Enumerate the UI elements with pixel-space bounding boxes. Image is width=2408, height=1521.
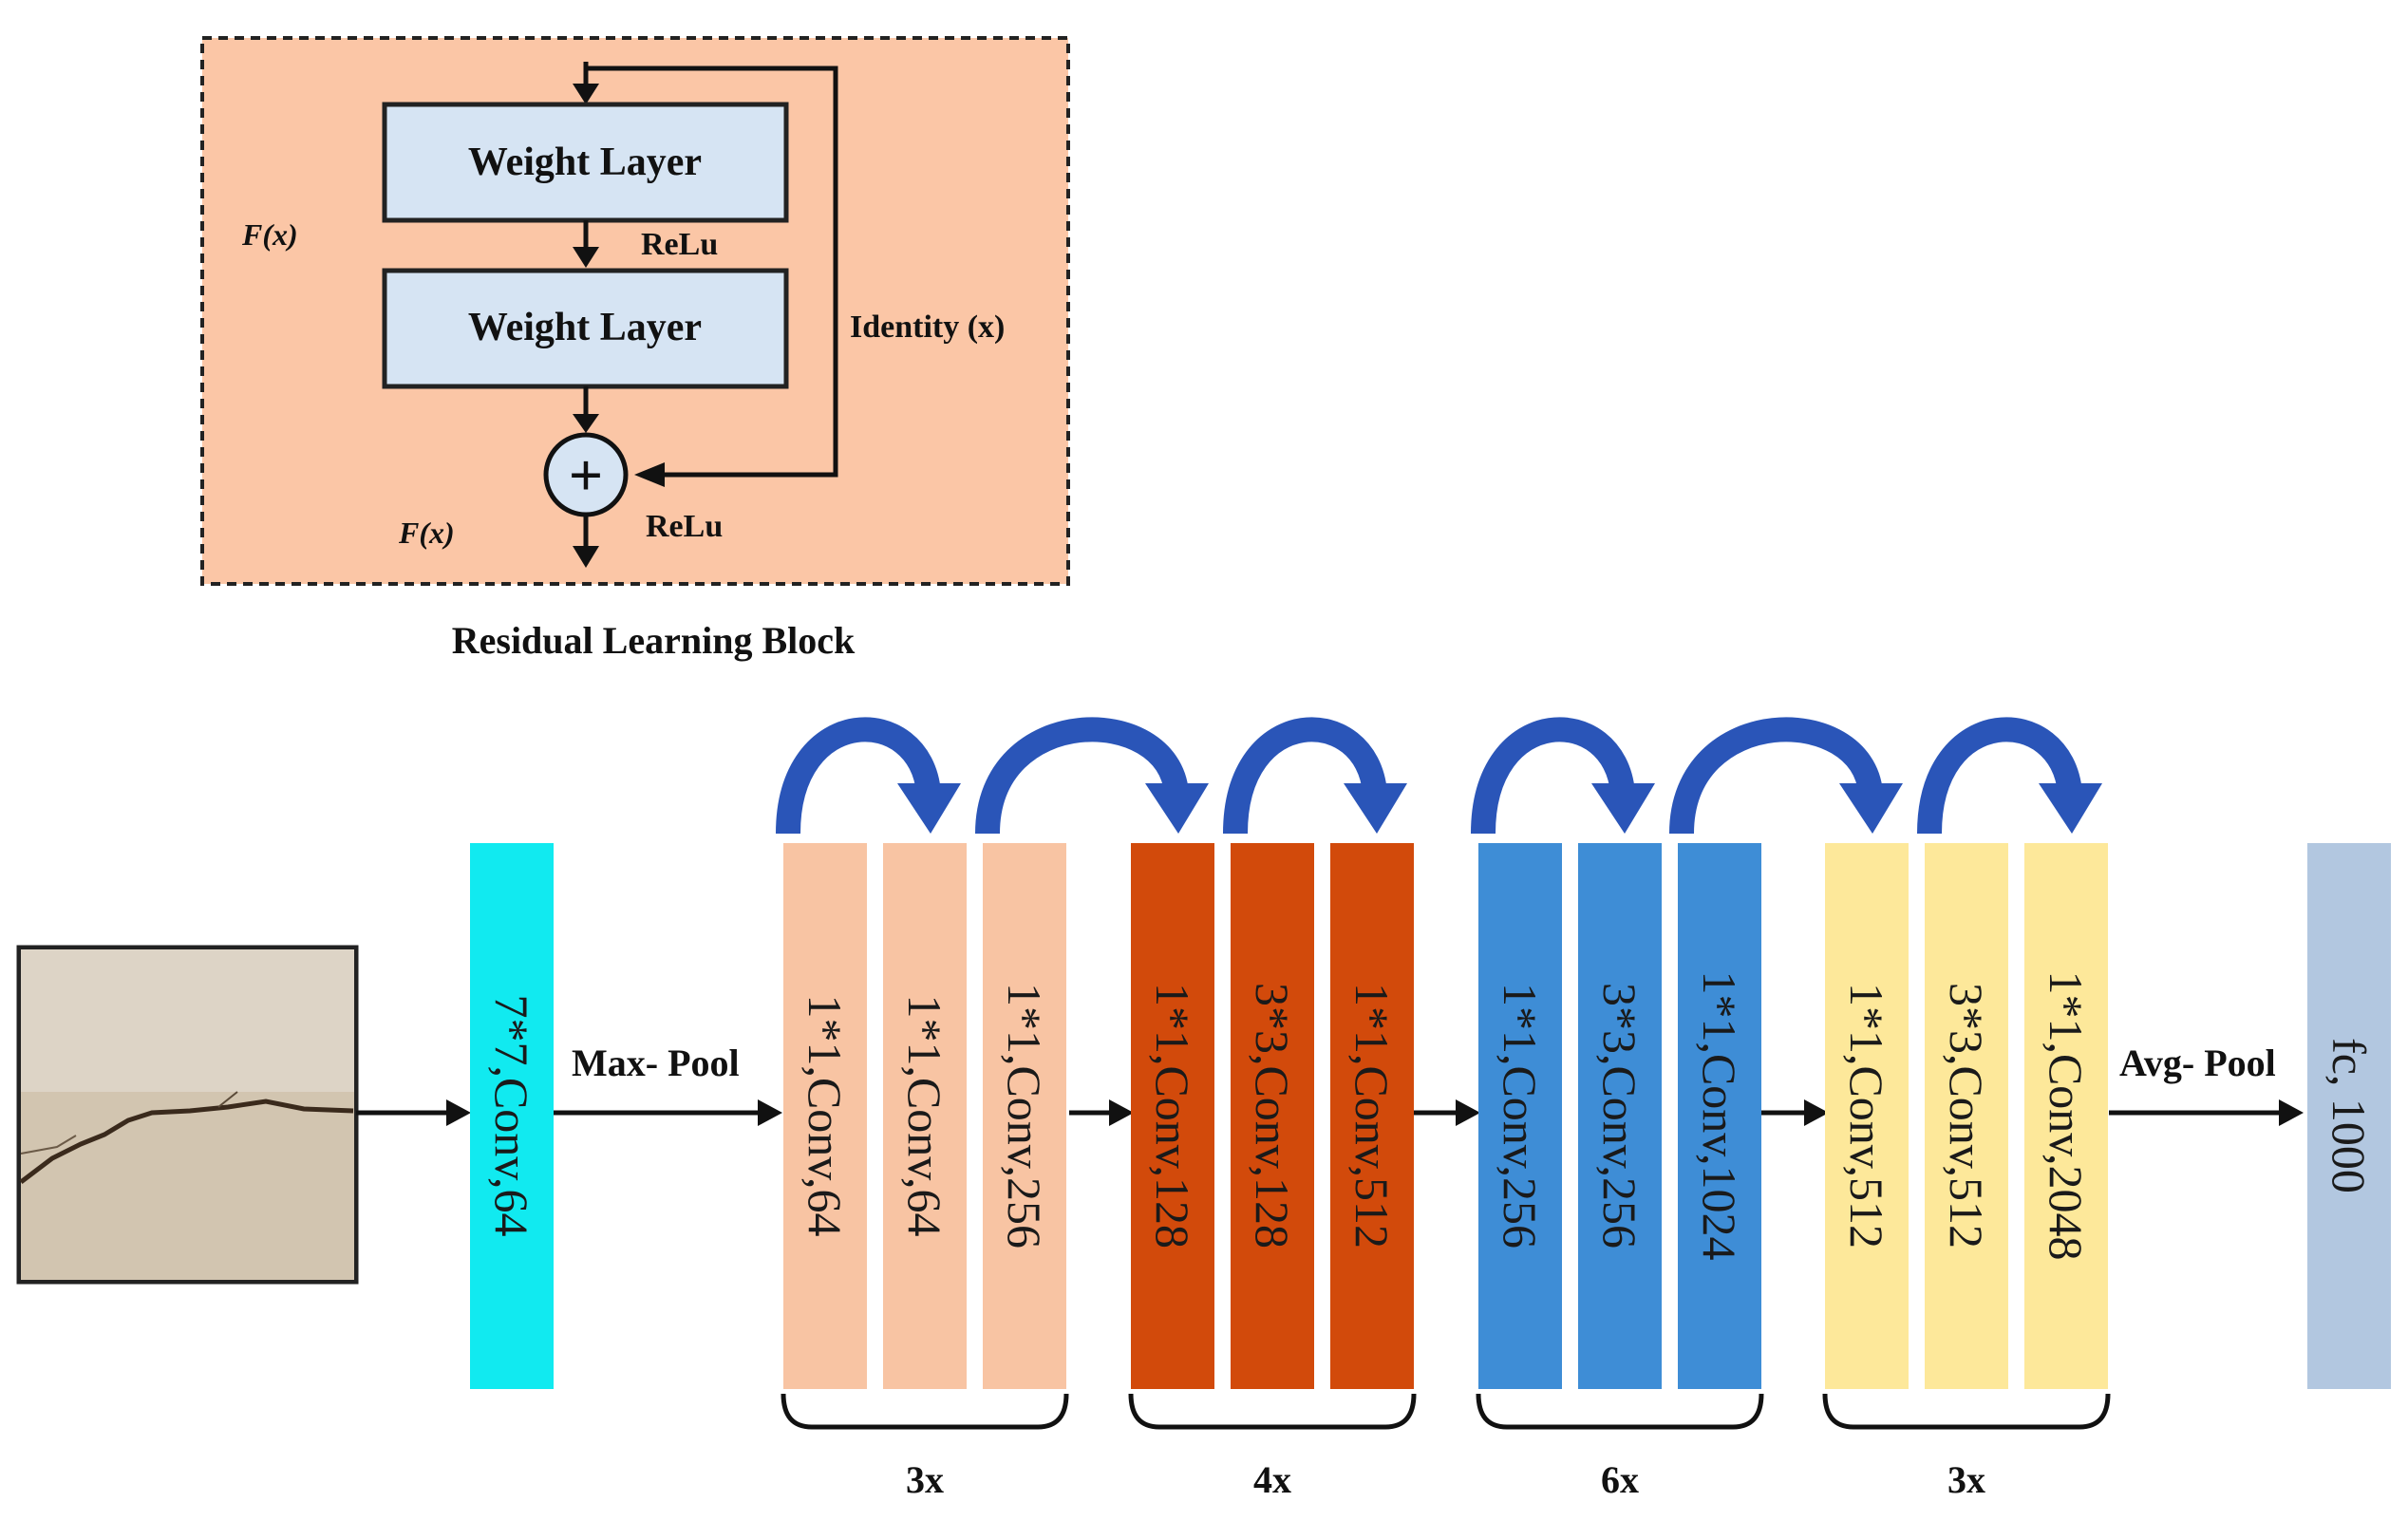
stage-4-layer-3-label: 1*1,Conv,2048 [2040,970,2093,1260]
fx-label-2: F(x) [398,516,455,550]
skip-arrowhead-4 [1591,783,1655,834]
stage-1-layer-2-label: 1*1,Conv,64 [898,994,951,1236]
identity-label: Identity (x) [850,310,1005,345]
input-image [16,945,359,1285]
skip-arrow-3 [1223,717,1387,835]
stage-2-bracket [1128,1393,1417,1430]
skip-arrow-6 [1917,717,2082,835]
relu-label-2: ReLu [646,509,723,544]
maxpool-label: Max- Pool [572,1042,740,1084]
stage-3-repeat-label: 6x [1601,1458,1639,1501]
identity-arrowhead [634,462,665,487]
stage-1-layer-3 [983,843,1066,1389]
stage-4-layer-2-label: 3*3,Conv,512 [1940,983,1993,1249]
stage-1: 1*1,Conv,64 1*1,Conv,64 1*1,Conv,256 3x [781,843,1069,1501]
weight-layer-1-label: Weight Layer [468,141,702,184]
stage-2-layer-2-label: 3*3,Conv,128 [1246,983,1299,1249]
stage-4-layer-1 [1825,843,1909,1389]
skip-arrowhead-5 [1839,783,1903,834]
stage-2-layer-2 [1231,843,1314,1389]
stage-4-repeat-label: 3x [1947,1458,1985,1501]
stage-1-layer-1 [783,843,867,1389]
stage-3-layer-2-label: 3*3,Conv,256 [1593,983,1646,1249]
stage-1-bracket [781,1393,1069,1430]
residual-block-title: Residual Learning Block [452,619,856,662]
stage-1-layer-1-label: 1*1,Conv,64 [799,994,852,1236]
stage-1-layer-3-label: 1*1,Conv,256 [998,983,1051,1249]
relu-label-1: ReLu [641,227,718,262]
stage-2: 1*1,Conv,128 3*3,Conv,128 1*1,Conv,512 4x [1128,843,1417,1501]
conv1-block [470,843,554,1389]
fc-label: fc, 1000 [2323,1038,2376,1193]
stage-4-layer-2 [1925,843,2008,1389]
input-arrowhead [573,84,599,104]
fc-block [2307,843,2391,1389]
stage-3-layer-2 [1578,843,1662,1389]
weight-layer-2-label: Weight Layer [468,306,702,349]
stage-2-repeat-label: 4x [1253,1458,1291,1501]
skip-arrowhead-6 [2039,783,2102,834]
stage-2-layer-3 [1330,843,1414,1389]
fx-label-1: F(x) [241,217,298,252]
adder-input-arrowhead [573,414,599,433]
stage-2-layer-3-label: 1*1,Conv,512 [1345,983,1399,1249]
stage-4-bracket [1822,1393,2111,1430]
stage-3-layer-1 [1478,843,1562,1389]
crack-line [19,1098,354,1184]
stage-3: 1*1,Conv,256 3*3,Conv,256 1*1,Conv,1024 6x [1476,843,1764,1501]
stage-2-layer-1 [1131,843,1214,1389]
relu-arrowhead-1 [573,247,599,268]
skip-arrow-5 [1669,717,1883,835]
skip-arrowhead-2 [1145,783,1209,834]
skip-arrowhead-1 [897,783,961,834]
stage-2-layer-1-label: 1*1,Conv,128 [1146,983,1199,1249]
skip-arrow-4 [1471,717,1635,835]
residual-block: Weight Layer ReLu Weight Layer Identity … [200,36,1070,586]
stage-3-layer-1-label: 1*1,Conv,256 [1494,983,1547,1249]
output-arrowhead [573,546,599,568]
stage-3-layer-3-label: 1*1,Conv,1024 [1693,970,1746,1260]
stage-3-bracket [1476,1393,1764,1430]
skip-arrow-1 [776,717,941,835]
avgpool-label: Avg- Pool [2119,1042,2276,1084]
identity-skip-path [586,66,838,478]
conv1-label: 7*7,Conv,64 [485,994,538,1236]
adder-plus-icon: + [569,441,603,509]
stage-4-layer-1-label: 1*1,Conv,512 [1840,983,1893,1249]
skip-arrow-2 [975,717,1189,835]
flow-arrows [356,1099,2304,1126]
stage-3-layer-3 [1678,843,1761,1389]
stage-4: 1*1,Conv,512 3*3,Conv,512 1*1,Conv,2048 3x [1822,843,2111,1501]
stage-4-layer-3 [2024,843,2108,1389]
stage-1-repeat-label: 3x [906,1458,944,1501]
stage-1-layer-2 [883,843,967,1389]
skip-arrowhead-3 [1344,783,1407,834]
